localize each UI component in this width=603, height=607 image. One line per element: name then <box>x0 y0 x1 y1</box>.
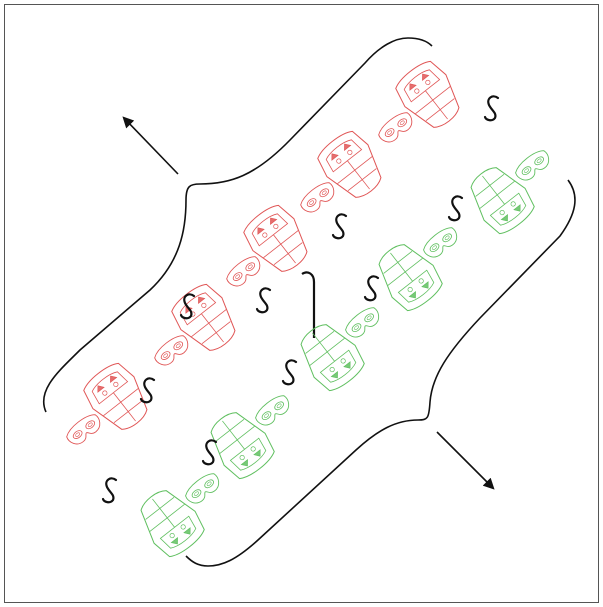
s-curve-icon <box>179 293 196 320</box>
red-unit <box>226 204 308 287</box>
lower-brace-icon <box>185 179 576 567</box>
crest-icon <box>470 167 535 235</box>
down-right-arrow-icon <box>436 431 495 490</box>
s-curve-icon <box>281 359 298 386</box>
mask-icon <box>345 307 380 338</box>
s-curve-icon <box>447 195 464 222</box>
up-left-arrow-icon <box>122 116 179 175</box>
mask-icon <box>378 112 413 143</box>
mask-icon <box>300 182 335 213</box>
units-layer <box>66 60 550 558</box>
crest-icon <box>378 244 443 312</box>
upper-brace-icon <box>42 37 433 413</box>
s-curve-icon <box>139 377 156 404</box>
green-unit <box>378 227 458 312</box>
mask-icon <box>154 335 189 366</box>
s-curve-icon <box>331 213 348 240</box>
red-unit <box>154 283 236 366</box>
green-unit <box>140 473 220 558</box>
s-curve-icon <box>483 95 500 122</box>
s-curve-icon <box>363 275 380 302</box>
green-unit <box>470 150 550 235</box>
s-curve-icon <box>101 477 118 504</box>
red-unit <box>378 60 460 143</box>
mask-icon <box>255 395 290 426</box>
crest-icon <box>140 490 205 558</box>
crest-icon <box>395 60 460 128</box>
s-curve-icon <box>201 439 218 466</box>
s-curve-icon <box>255 287 272 314</box>
mask-icon <box>515 150 550 181</box>
crest-icon <box>210 412 275 480</box>
link-connector <box>301 271 316 338</box>
crest-icon <box>300 324 365 392</box>
mask-icon <box>423 227 458 258</box>
mask-icon <box>66 414 101 445</box>
red-unit <box>66 362 148 445</box>
crest-icon <box>243 204 308 272</box>
crest-icon <box>317 130 382 198</box>
frame-border <box>4 4 599 603</box>
red-unit <box>300 130 382 213</box>
mask-icon <box>185 473 220 504</box>
mask-icon <box>226 256 261 287</box>
crest-icon <box>83 362 148 430</box>
green-unit <box>300 307 380 392</box>
green-unit <box>210 395 290 480</box>
